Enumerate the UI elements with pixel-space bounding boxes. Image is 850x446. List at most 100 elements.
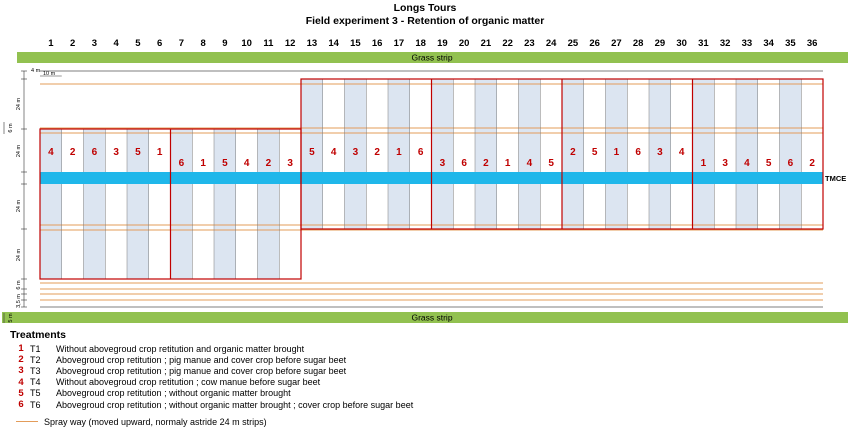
column-number: 2 (70, 38, 75, 49)
column-number: 36 (807, 38, 818, 49)
plot-treatment-number: 5 (309, 147, 315, 158)
column-number: 25 (568, 38, 579, 49)
column-number: 11 (263, 38, 274, 49)
plot-treatment-number: 2 (374, 147, 380, 158)
plot-shade (736, 79, 758, 229)
plot-treatment-number: 4 (244, 158, 250, 169)
plot-shade (605, 79, 628, 229)
legend-item-text: Abovegroud crop retitution ; without org… (56, 399, 414, 410)
column-number: 20 (459, 38, 470, 49)
column-number: 27 (611, 38, 622, 49)
dimension-label: 5 m (8, 313, 14, 323)
plot-treatment-number: 2 (266, 158, 272, 169)
plot-treatment-number: 3 (657, 147, 663, 158)
column-number: 30 (676, 38, 687, 49)
legend-item-number: 4 (18, 376, 24, 388)
column-number: 17 (394, 38, 405, 49)
column-number: 16 (372, 38, 383, 49)
plot-treatment-number: 3 (287, 158, 293, 169)
column-number: 10 (241, 38, 252, 49)
plot-treatment-number: 3 (113, 147, 119, 158)
plot-shade (40, 129, 62, 279)
legend-item-code: T5 (30, 388, 41, 399)
column-number: 29 (655, 38, 666, 49)
column-number: 21 (481, 38, 492, 49)
plot-treatment-number: 6 (179, 158, 185, 169)
plot-treatment-number: 1 (396, 147, 402, 158)
legend-item-number: 1 (18, 343, 24, 355)
plot-treatment-number: 1 (200, 158, 206, 169)
legend-item-code: T4 (30, 377, 41, 388)
plot-treatment-number: 6 (418, 147, 424, 158)
plot-treatment-number: 6 (92, 147, 98, 158)
column-number: 34 (763, 38, 774, 49)
tmce-label: TMCE (825, 174, 846, 183)
plot-treatment-number: 4 (679, 147, 685, 158)
column-number: 3 (92, 38, 97, 49)
column-number: 7 (179, 38, 184, 49)
column-number: 13 (307, 38, 318, 49)
dimension-label: 6 m (8, 123, 14, 133)
plot-shade (214, 129, 236, 279)
column-number: 9 (222, 38, 227, 49)
column-number: 6 (157, 38, 162, 49)
legend-heading: Treatments (10, 329, 67, 341)
legend-item: 2 T2 Abovegroud crop retitution ; pig manu… (10, 354, 610, 365)
plot-treatment-number: 5 (592, 147, 598, 158)
plot-treatment-number: 4 (48, 147, 54, 158)
column-number: 28 (633, 38, 644, 49)
plot-treatment-number: 3 (722, 158, 728, 169)
column-number: 18 (415, 38, 426, 49)
plot-treatment-number: 1 (614, 147, 620, 158)
legend-item-number: 5 (18, 387, 24, 399)
plot-shade (127, 129, 149, 279)
legend-item-code: T3 (30, 365, 41, 376)
plot-shade (257, 129, 280, 279)
plot-shade (301, 79, 323, 229)
page-title: Longs Tours (393, 2, 457, 14)
legend-item-code: T2 (30, 354, 41, 365)
dimension-label: 3,5 m (16, 294, 22, 308)
column-number: 15 (350, 38, 361, 49)
plot-treatment-number: 3 (353, 147, 359, 158)
plot-treatment-number: 4 (331, 147, 337, 158)
plot-treatment-number: 5 (135, 147, 141, 158)
column-number: 31 (698, 38, 709, 49)
column-number: 5 (135, 38, 141, 49)
plot-treatment-number: 6 (461, 158, 467, 169)
column-number: 32 (720, 38, 731, 49)
legend-item-text: Abovegroud crop retitution ; pig manue a… (56, 365, 347, 376)
column-number: 26 (589, 38, 600, 49)
column-number: 14 (328, 38, 339, 49)
plot-treatment-number: 2 (809, 158, 815, 169)
dimension-label: 6 m (16, 280, 22, 290)
grass-strip-top (17, 52, 848, 63)
column-number: 22 (502, 38, 513, 49)
dimension-label: 24 m (16, 144, 22, 157)
plot-treatment-number: 3 (440, 158, 446, 169)
legend-item-code: T1 (30, 343, 41, 354)
legend-item-text: Abovegroud crop retitution ; pig manue a… (56, 354, 347, 365)
dimension-label: 4 m (31, 68, 41, 74)
column-number: 24 (546, 38, 557, 49)
grass-strip-bottom (2, 312, 848, 323)
plot-treatment-number: 2 (483, 158, 489, 169)
plot-treatment-number: 1 (505, 158, 511, 169)
legend-item: 3 T3 Abovegroud crop retitution ; pig manu… (10, 365, 610, 376)
dimension-label: 24 m (16, 199, 22, 212)
grass-strip-bottom-label: Grass strip (411, 313, 452, 323)
legend-item-number: 3 (18, 365, 24, 377)
plot-shade (779, 79, 802, 229)
legend-item-text: Without abovegroud crop retitution ; cow… (56, 377, 321, 388)
plot-shade (344, 79, 367, 229)
column-number: 35 (785, 38, 796, 49)
plot-shade (388, 79, 410, 229)
legend-item-number: 2 (18, 354, 24, 366)
plot-width-label: 10 m (43, 71, 56, 77)
legend-item-number: 6 (18, 399, 24, 411)
legend-item-code: T6 (30, 399, 41, 410)
column-number: 1 (48, 38, 54, 49)
